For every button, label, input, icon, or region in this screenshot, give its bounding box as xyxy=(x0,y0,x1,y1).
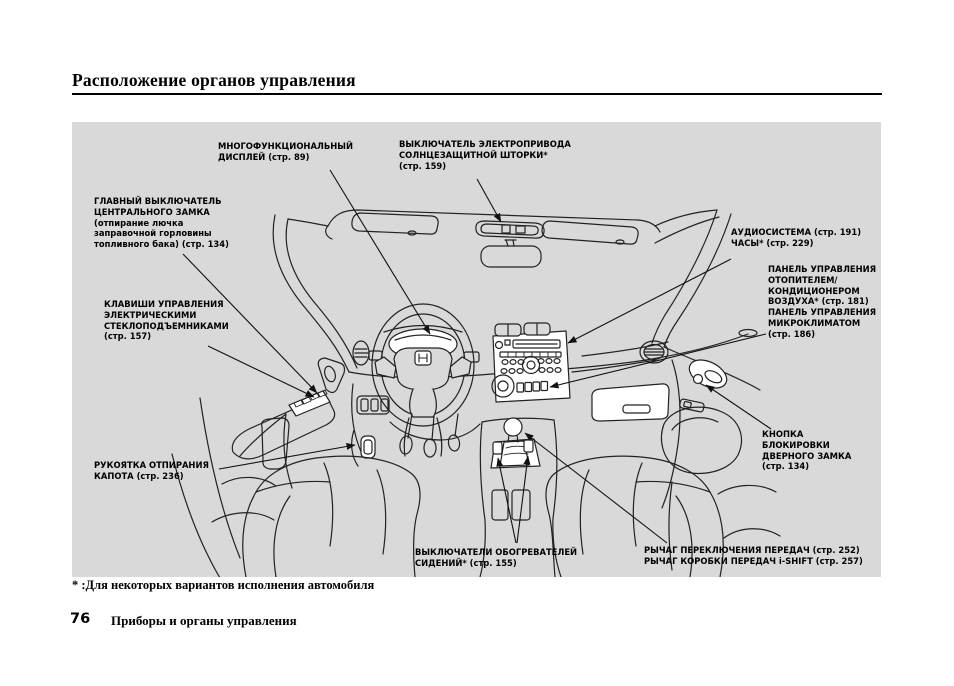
label-multifunction-display: МНОГОФУНКЦИОНАЛЬНЫЙ ДИСПЛЕЙ (стр. 89) xyxy=(218,141,353,162)
label-central-lock-master-switch: ГЛАВНЫЙ ВЫКЛЮЧАТЕЛЬ ЦЕНТРАЛЬНОГО ЗАМКА (… xyxy=(94,196,229,250)
callout-sunshade-switch xyxy=(476,178,502,223)
car-interior-illustration xyxy=(171,169,781,577)
page-number: 76 xyxy=(70,611,91,627)
callout-seat-heater-left xyxy=(496,457,517,544)
label-door-lock-knob: КНОПКА БЛОКИРОВКИ ДВЕРНОГО ЗАМКА (стр. 1… xyxy=(762,429,852,472)
callout-window-switches xyxy=(207,345,315,398)
callout-hood-release xyxy=(218,443,356,470)
seat-left xyxy=(242,455,421,577)
steering-column xyxy=(403,417,443,457)
armrest-left xyxy=(231,398,336,460)
a-pillar-left xyxy=(272,214,358,373)
callout-gear-lever xyxy=(524,432,668,544)
dash-vent-left xyxy=(352,340,370,366)
door-handle-right xyxy=(688,359,728,389)
callout-hvac xyxy=(549,333,767,389)
stalk-left xyxy=(368,350,383,361)
climate-controls xyxy=(491,374,549,398)
page-title: Расположение органов управления xyxy=(72,69,356,90)
rearview-mirror xyxy=(480,239,542,268)
callout-audio xyxy=(567,258,732,344)
callout-multifunction-display xyxy=(329,169,431,335)
a-pillar-right xyxy=(651,209,732,348)
door-pull xyxy=(261,417,290,470)
figure-panel xyxy=(72,122,881,577)
center-stack xyxy=(491,322,571,403)
overhead-console xyxy=(475,220,545,239)
sun-visor-left xyxy=(351,212,439,235)
door-right xyxy=(660,346,781,571)
glovebox xyxy=(591,383,670,422)
footer-section-title: Приборы и органы управления xyxy=(111,613,297,628)
door-left xyxy=(171,357,346,577)
label-audio-system-clock: АУДИОСИСТЕМА (стр. 191) ЧАСЫ* (стр. 229) xyxy=(731,227,862,248)
callout-seat-heater-right xyxy=(516,455,531,544)
label-power-window-switches: КЛАВИШИ УПРАВЛЕНИЯ ЭЛЕКТРИЧЕСКИМИ СТЕКЛО… xyxy=(104,299,229,342)
pedals xyxy=(399,413,461,458)
steering-wheel xyxy=(368,303,480,457)
footnote: * :Для некоторых вариантов исполнения ав… xyxy=(72,578,375,592)
dash-tweeter xyxy=(738,328,758,338)
label-gear-shift-lever: РЫЧАГ ПЕРЕКЛЮЧЕНИЯ ПЕРЕДАЧ (стр. 252) РЫ… xyxy=(644,545,863,566)
cd-slot xyxy=(512,339,561,349)
glovebox-handle xyxy=(622,404,651,414)
seat-right xyxy=(545,455,724,577)
audio-head-unit xyxy=(494,339,562,375)
door-lock-knob-part xyxy=(692,373,704,385)
sunshade-switch xyxy=(501,224,511,234)
label-seat-heater-switches: ВЫКЛЮЧАТЕЛИ ОБОГРЕВАТЕЛЕЙ СИДЕНИЙ* (стр.… xyxy=(415,547,578,568)
dash-vent-right xyxy=(639,340,669,364)
mirror-triangle xyxy=(317,357,346,394)
driver-switch-bank xyxy=(356,395,390,415)
label-hvac-control-panel: ПАНЕЛЬ УПРАВЛЕНИЯ ОТОПИТЕЛЕМ/ КОНДИЦИОНЕ… xyxy=(768,264,877,339)
armrest-right xyxy=(660,406,743,475)
climate-knob xyxy=(491,374,515,398)
hood-release xyxy=(351,429,376,467)
shift-knob xyxy=(503,417,523,437)
roof-headliner xyxy=(325,209,720,245)
title-rule xyxy=(72,93,882,95)
callout-door-lock xyxy=(705,384,772,430)
seat-heater-switch-right xyxy=(523,439,534,453)
callout-central-lock xyxy=(182,253,318,394)
label-sunshade-power-switch: ВЫКЛЮЧАТЕЛЬ ЭЛЕКТРОПРИВОДА СОЛНЦЕЗАЩИТНО… xyxy=(399,139,571,171)
audio-knob xyxy=(521,355,541,375)
seat-heater-switch-left xyxy=(492,441,503,455)
label-hood-release-handle: РУКОЯТКА ОТПИРАНИЯ КАПОТА (стр. 236) xyxy=(94,460,209,481)
callout-arrows xyxy=(182,169,772,544)
